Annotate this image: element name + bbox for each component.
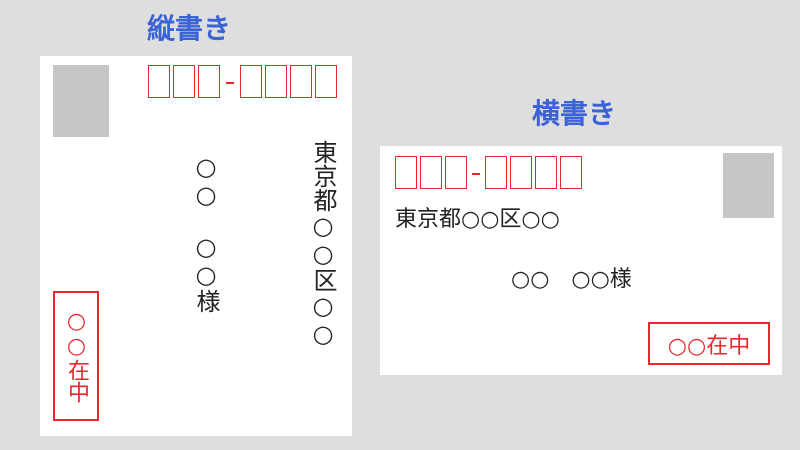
horizontal-envelope: 東京都○○区○○ ○○ ○○様 ○○在中 (380, 146, 782, 375)
enclosure-notice: ○○在中 (53, 291, 99, 421)
enclosure-text: ○○在中 (667, 333, 751, 359)
stamp-placeholder (53, 65, 109, 137)
vertical-title: 縦書き (147, 12, 232, 45)
postal-code-box (395, 156, 417, 189)
recipient-address: 東京都○○区○○ (395, 207, 560, 232)
recipient-address: 東京都○○区○○ (309, 140, 337, 348)
recipient-name: ○○ ○○様 (511, 267, 632, 292)
vertical-envelope: 東京都○○区○○ ○○ ○○様 ○○在中 (40, 56, 352, 436)
postal-code-box (290, 65, 312, 98)
postal-code-box (485, 156, 507, 189)
postal-code-box (173, 65, 195, 98)
postal-code-box (560, 156, 582, 189)
recipient-name: ○○ ○○様 (192, 153, 220, 313)
horizontal-title: 横書き (532, 97, 617, 130)
enclosure-text: ○○在中 (64, 309, 89, 403)
postal-code-box (148, 65, 170, 98)
postal-code-box (445, 156, 467, 189)
postal-code-box (265, 65, 287, 98)
postal-code-dash (472, 173, 480, 175)
stamp-placeholder (723, 153, 774, 218)
postal-code-box (198, 65, 220, 98)
postal-code-box (315, 65, 337, 98)
postal-code-dash (226, 82, 234, 84)
postal-code-box (420, 156, 442, 189)
postal-code-box (510, 156, 532, 189)
postal-code-box (240, 65, 262, 98)
postal-code-box (535, 156, 557, 189)
enclosure-notice: ○○在中 (648, 322, 770, 365)
